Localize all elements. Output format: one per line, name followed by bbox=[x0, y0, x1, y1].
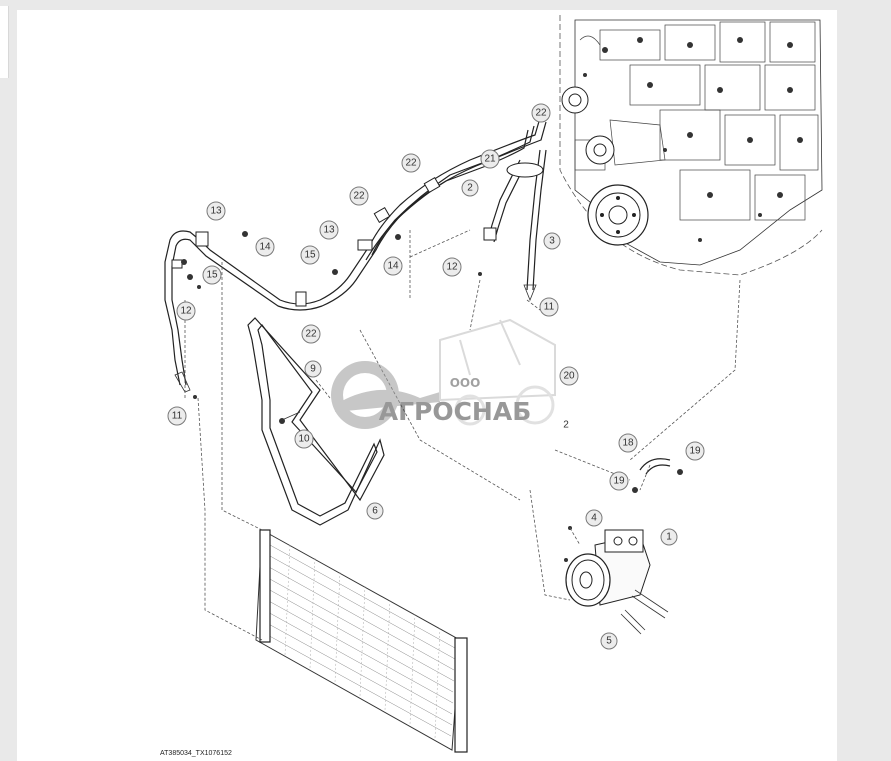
callout-2-partial: 2 bbox=[563, 420, 569, 431]
svg-text:6: 6 bbox=[372, 506, 378, 517]
svg-text:1: 1 bbox=[666, 532, 672, 543]
engine-illustration bbox=[559, 15, 823, 276]
svg-text:19: 19 bbox=[613, 476, 625, 487]
callout-19-left: 19 bbox=[609, 471, 629, 491]
compressor-illustration bbox=[565, 458, 671, 635]
svg-text:10: 10 bbox=[298, 434, 310, 445]
svg-text:22: 22 bbox=[405, 158, 417, 169]
svg-text:13: 13 bbox=[323, 225, 335, 236]
callout-11-left: 11 bbox=[167, 406, 187, 426]
callout-1: 1 bbox=[660, 528, 678, 546]
svg-text:11: 11 bbox=[544, 302, 555, 313]
svg-text:21: 21 bbox=[484, 154, 496, 165]
svg-text:4: 4 bbox=[591, 513, 597, 524]
svg-text:2: 2 bbox=[467, 183, 473, 194]
callout-14-right: 14 bbox=[383, 256, 403, 276]
callout-22-bottom: 22 bbox=[301, 324, 321, 344]
callout-22-left: 22 bbox=[349, 186, 369, 206]
callout-22-top: 22 bbox=[531, 103, 551, 123]
svg-text:22: 22 bbox=[535, 108, 547, 119]
callout-20: 20 bbox=[559, 366, 579, 386]
callout-12-right: 12 bbox=[442, 257, 462, 277]
watermark-logo: ООО АГРОСНАБ bbox=[331, 318, 556, 429]
svg-text:11: 11 bbox=[172, 411, 183, 422]
callout-14-left: 14 bbox=[255, 237, 275, 257]
figure-reference-code: AT385034_TX1076152 bbox=[160, 750, 232, 757]
callout-11-right: 11 bbox=[539, 297, 559, 317]
callout-9: 9 bbox=[304, 360, 322, 378]
condenser-illustration bbox=[255, 529, 468, 753]
svg-text:20: 20 bbox=[563, 371, 575, 382]
svg-text:22: 22 bbox=[353, 191, 365, 202]
svg-text:9: 9 bbox=[310, 364, 316, 375]
callout-13-right: 13 bbox=[319, 220, 339, 240]
callout-19-right: 19 bbox=[685, 441, 705, 461]
svg-text:12: 12 bbox=[446, 262, 458, 273]
callout-2: 2 bbox=[461, 179, 479, 197]
callout-18: 18 bbox=[618, 433, 638, 453]
side-tab bbox=[0, 6, 9, 78]
callout-6: 6 bbox=[366, 502, 384, 520]
callout-5: 5 bbox=[600, 632, 618, 650]
callout-15-left: 15 bbox=[202, 265, 222, 285]
svg-text:13: 13 bbox=[210, 206, 222, 217]
svg-text:22: 22 bbox=[305, 329, 317, 340]
svg-text:18: 18 bbox=[622, 438, 634, 449]
svg-text:19: 19 bbox=[689, 446, 701, 457]
svg-text:12: 12 bbox=[180, 306, 192, 317]
svg-text:14: 14 bbox=[387, 261, 399, 272]
top-strip bbox=[0, 0, 891, 6]
drive-belt bbox=[247, 317, 385, 526]
watermark-brand: АГРОСНАБ bbox=[379, 397, 532, 426]
callout-3: 3 bbox=[543, 232, 561, 250]
callout-21: 21 bbox=[480, 149, 500, 169]
callout-12-left: 12 bbox=[176, 301, 196, 321]
callout-22-mid: 22 bbox=[401, 153, 421, 173]
callout-labels: 1 2 3 4 5 6 9 10 11 11 12 12 13 13 14 14… bbox=[167, 103, 705, 650]
callout-13-left: 13 bbox=[206, 201, 226, 221]
svg-text:5: 5 bbox=[606, 636, 612, 647]
callout-10: 10 bbox=[294, 429, 314, 449]
callout-15-right: 15 bbox=[300, 245, 320, 265]
svg-text:3: 3 bbox=[549, 236, 555, 247]
svg-text:15: 15 bbox=[206, 270, 218, 281]
svg-text:15: 15 bbox=[304, 250, 316, 261]
watermark-company-type: ООО bbox=[450, 376, 481, 390]
svg-text:14: 14 bbox=[259, 242, 271, 253]
refrigerant-hoses bbox=[164, 117, 683, 562]
callout-4: 4 bbox=[585, 509, 603, 527]
